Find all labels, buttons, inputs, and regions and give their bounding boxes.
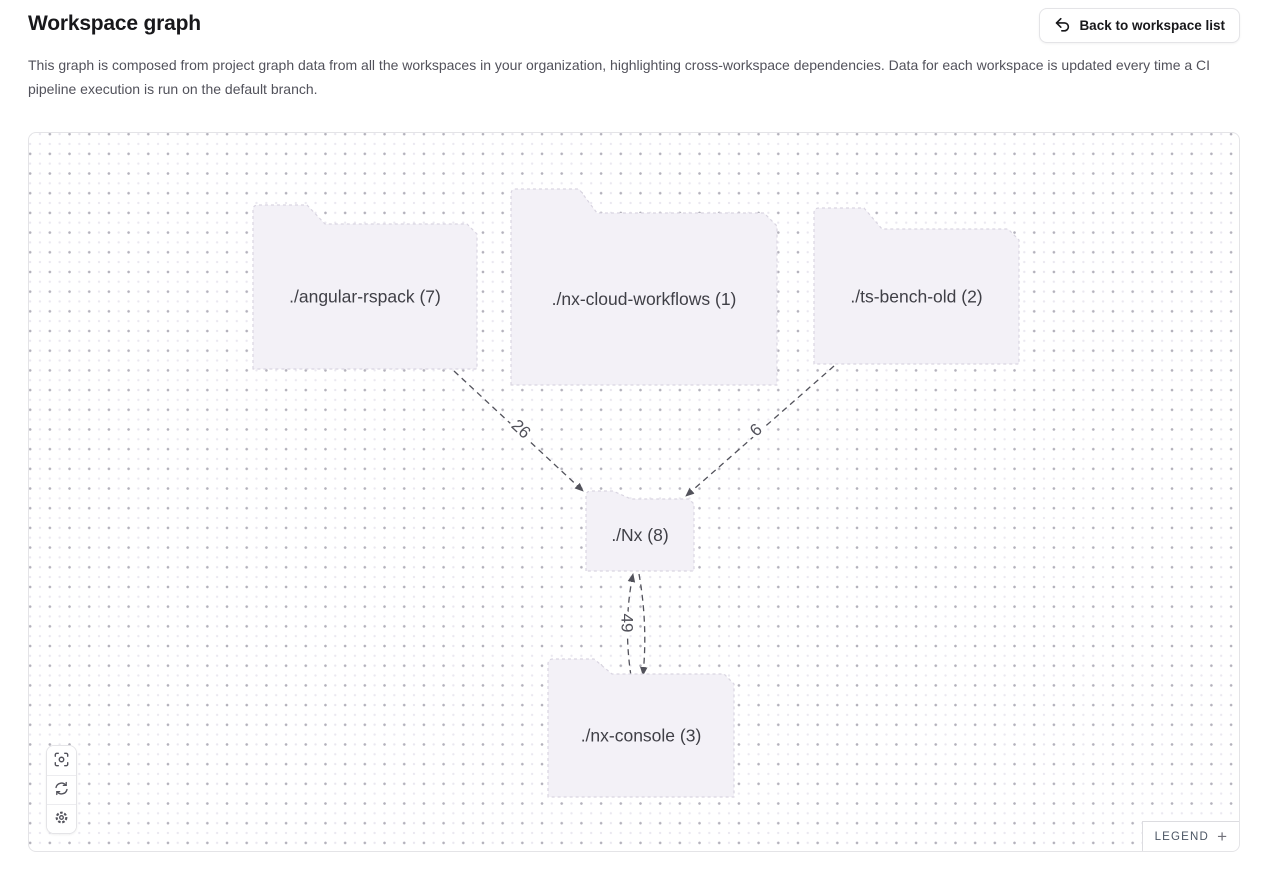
back-arrow-icon: [1054, 17, 1071, 34]
legend-expand-plus-icon: +: [1217, 827, 1227, 846]
workspace-node-label: ./nx-cloud-workflows (1): [552, 289, 737, 309]
page-title: Workspace graph: [28, 12, 201, 35]
graph-toolbar: [46, 745, 77, 834]
legend-toggle[interactable]: LEGEND +: [1141, 821, 1239, 851]
page-header: Workspace graph Back to workspace list: [28, 8, 1240, 43]
back-to-workspace-list-button[interactable]: Back to workspace list: [1039, 8, 1240, 43]
refresh-icon: [54, 781, 69, 799]
edge-label: 6: [746, 420, 766, 440]
center-view-icon: [54, 752, 69, 770]
page-description: This graph is composed from project grap…: [28, 57, 1211, 97]
legend-label: LEGEND: [1154, 830, 1210, 843]
workspace-node-angular-rspack[interactable]: ./angular-rspack (7): [252, 204, 478, 370]
workspace-node-label: ./angular-rspack (7): [289, 287, 441, 307]
edge-nx-to-nx-console: 49: [614, 573, 648, 677]
graph-canvas[interactable]: 26 6 49 ./angular-rspack (7) ./nx-cloud-work…: [28, 132, 1240, 852]
edge-label: 26: [508, 416, 535, 443]
workspace-node-label: ./Nx (8): [611, 525, 668, 545]
workspace-node-label: ./ts-bench-old (2): [850, 287, 982, 307]
refresh-button[interactable]: [47, 775, 76, 804]
edge-ts-bench-old-to-nx: 6: [685, 365, 835, 497]
center-view-button[interactable]: [47, 746, 76, 775]
workspace-node-label: ./nx-console (3): [581, 726, 702, 746]
workspace-node-nx-cloud-workflows[interactable]: ./nx-cloud-workflows (1): [510, 188, 778, 386]
edge-label: 49: [618, 614, 637, 633]
edge-angular-rspack-to-nx: 26: [453, 370, 584, 492]
settings-button[interactable]: [47, 804, 76, 833]
workspace-node-ts-bench-old[interactable]: ./ts-bench-old (2): [813, 207, 1020, 365]
workspace-node-nx[interactable]: ./Nx (8): [585, 490, 695, 572]
back-button-label: Back to workspace list: [1079, 18, 1225, 33]
workspace-graph-svg: 26 6 49 ./angular-rspack (7) ./nx-cloud-work…: [252, 188, 1020, 798]
workspace-node-nx-console[interactable]: ./nx-console (3): [547, 658, 735, 798]
settings-gear-icon: [54, 810, 69, 828]
